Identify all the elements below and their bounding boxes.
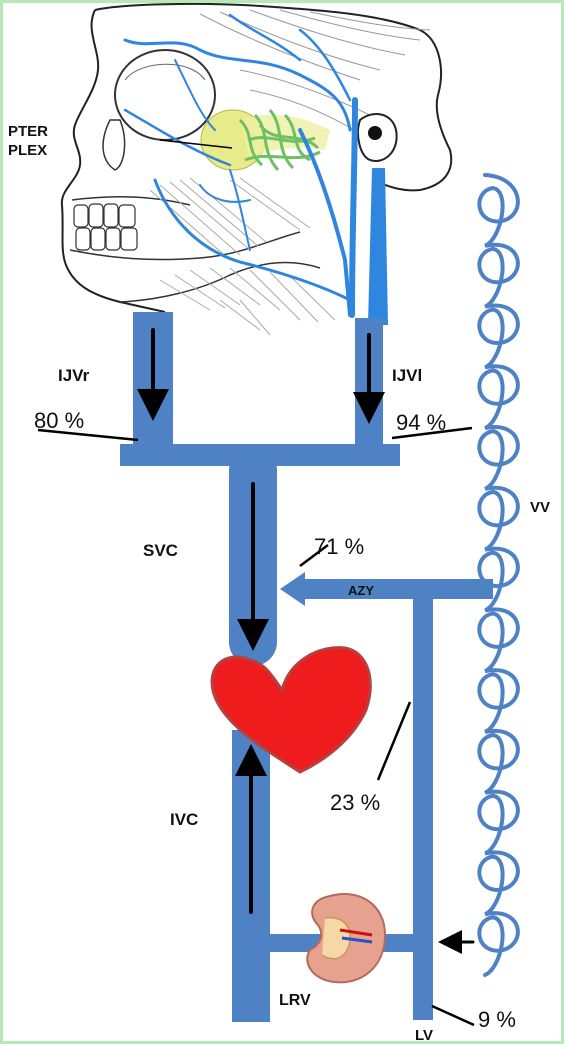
ijvr-label: IJVr xyxy=(58,366,90,385)
skull-head-icon xyxy=(62,4,451,335)
lumbar-ascending-vein xyxy=(413,588,433,1020)
ivc-label: IVC xyxy=(170,810,198,829)
ijvl-percentage: 94 % xyxy=(396,410,446,435)
lv-label: LV xyxy=(415,1027,433,1044)
lv-ascending-percentage: 23 % xyxy=(330,790,380,815)
pter-plex-label-line2: PLEX xyxy=(8,142,47,159)
azygos-arrowhead xyxy=(280,572,305,606)
vv-label: VV xyxy=(530,499,550,516)
lv-percentage: 9 % xyxy=(478,1007,516,1032)
internal-jugular-origin xyxy=(368,168,388,325)
svc-label: SVC xyxy=(143,541,178,560)
azy-percentage: 71 % xyxy=(314,534,364,559)
ijvl-label: IJVl xyxy=(392,366,422,385)
ijvr-percentage: 80 % xyxy=(34,408,84,433)
azy-label: AZY xyxy=(348,583,374,598)
vertebral-venous-plexus xyxy=(479,175,517,975)
pter-plex-label-line1: PTER xyxy=(8,123,48,140)
lrv-label: LRV xyxy=(279,992,311,1009)
azygos-vein xyxy=(295,579,493,599)
